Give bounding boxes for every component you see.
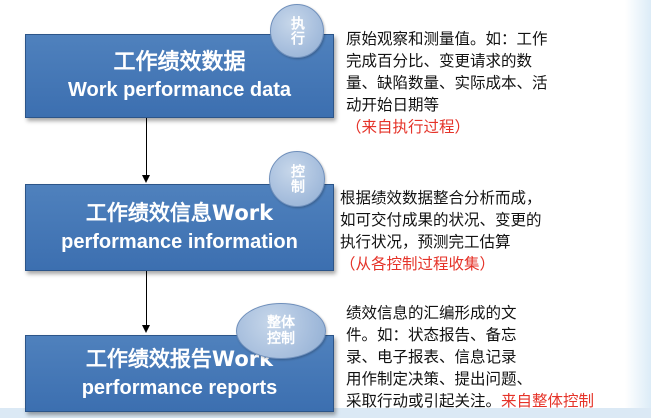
circle-label: 执行: [289, 16, 305, 46]
description-line: 量、缺陷数量、实际成本、活: [346, 74, 548, 92]
description-line: 采取行动或引起关注。: [346, 392, 502, 410]
description-source: （从各控制过程收集）: [340, 255, 496, 273]
description-line: 根据绩效数据整合分析而成，: [340, 189, 542, 207]
work-performance-data-description: 原始观察和测量值。如：工作 完成百分比、变更请求的数 量、缺陷数量、实际成本、活…: [346, 28, 601, 138]
description-source: （来自执行过程）: [346, 118, 471, 136]
box-title-zh: 工作绩效数据: [113, 50, 246, 75]
connector-arrow-2: [146, 270, 147, 325]
execute-circle: 执行: [270, 4, 324, 58]
circle-label: 控制: [289, 164, 305, 194]
description-source: 来自整体控制: [501, 392, 595, 410]
description-line: 件。如：状态报告、备忘: [346, 326, 517, 344]
description-line: 如可交付成果的状况、变更的: [340, 211, 542, 229]
work-performance-information-description: 根据绩效数据整合分析而成， 如可交付成果的状况、变更的 执行状况，预测完工估算 …: [340, 187, 605, 275]
bottom-strip: [0, 408, 651, 418]
box-title-en: Work performance data: [67, 79, 292, 101]
connector-arrowhead-2: [142, 325, 150, 333]
work-performance-reports-description: 绩效信息的汇编形成的文 件。如：状态报告、备忘 录、电子报表、信息记录 用作制定…: [346, 302, 646, 412]
box-title-line2: performance reports: [81, 376, 278, 399]
description-last-line: 采取行动或引起关注。来自整体控制: [346, 390, 646, 412]
box-title-line1: 工作绩效报告Work: [85, 346, 274, 371]
integrated-control-circle: 整体 控制: [236, 303, 326, 359]
connector-arrow-1: [146, 117, 147, 175]
connector-arrowhead-1: [142, 175, 150, 183]
work-performance-reports-box: 工作绩效报告Work performance reports: [25, 335, 334, 412]
description-line: 完成百分比、变更请求的数: [346, 52, 533, 70]
control-circle: 控制: [269, 151, 325, 207]
description-line: 动开始日期等: [346, 96, 440, 114]
description-line: 执行状况，预测完工估算: [340, 233, 511, 251]
description-line: 绩效信息的汇编形成的文: [346, 304, 517, 322]
circle-label-line1: 整体: [267, 315, 295, 331]
description-line: 用作制定决策、提出问题、: [346, 370, 533, 388]
description-line: 原始观察和测量值。如：工作: [346, 30, 548, 48]
box-title-line2: performance information: [61, 230, 298, 253]
box-title-line1: 工作绩效信息Work: [85, 200, 274, 225]
circle-label-line2: 控制: [267, 331, 295, 347]
description-line: 录、电子报表、信息记录: [346, 348, 517, 366]
